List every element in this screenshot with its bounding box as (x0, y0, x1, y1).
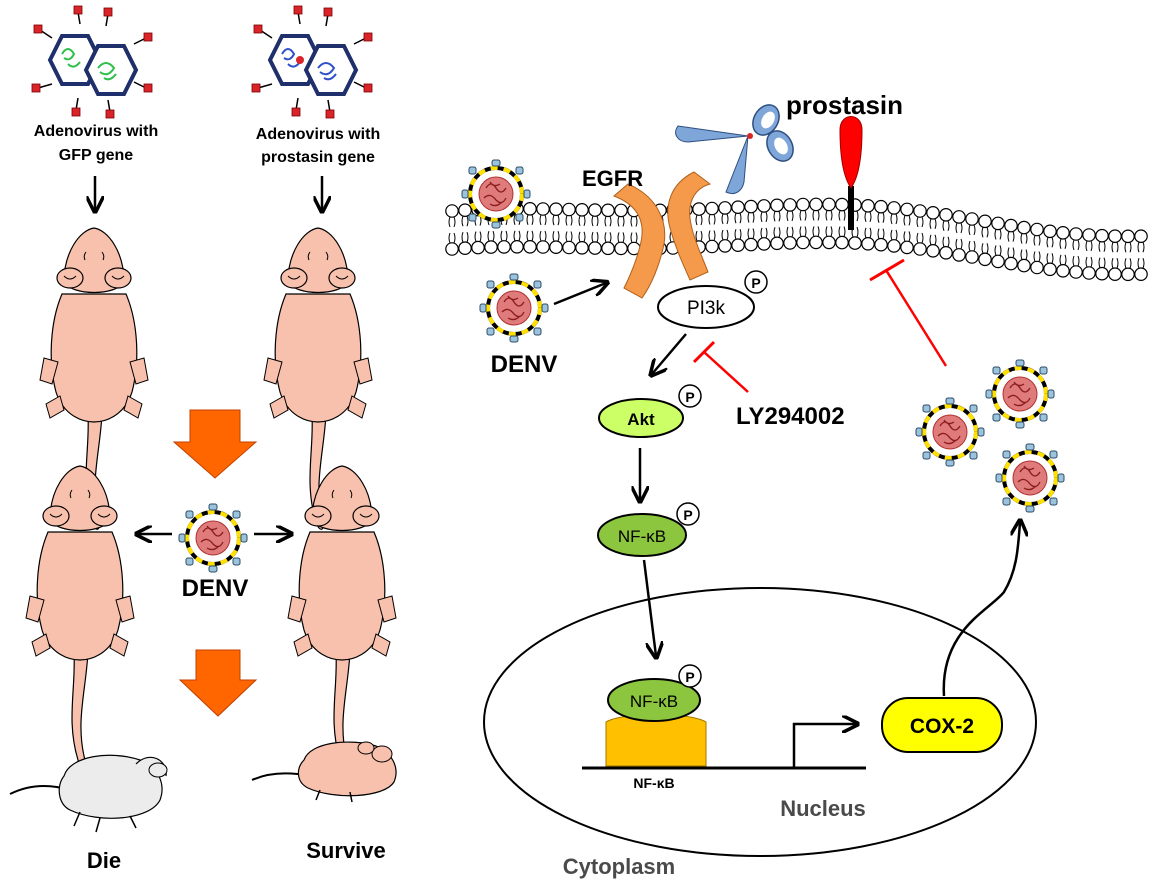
egfr-label: EGFR (582, 166, 643, 191)
nfkb-binding-site-label: NF-κB (633, 775, 674, 791)
pi3k-label: PI3k (687, 298, 726, 319)
outcome-die-label: Die (87, 848, 121, 873)
nfkb-nuclear-node (607, 678, 701, 722)
outcome-survive-label: Survive (306, 838, 386, 863)
adenovirus-gfp-icon (30, 4, 154, 120)
denv-label-left: DENV (182, 575, 249, 602)
nfkb-cytoplasm-label: NF-κB (618, 527, 666, 546)
egfr-receptor (613, 171, 712, 299)
released-virus-1 (984, 358, 1056, 430)
denv-label-right: DENV (491, 351, 558, 378)
prostasin-inhibition (869, 258, 948, 367)
orange-down-arrow-2 (178, 649, 258, 717)
nfkb-nuclear-label: NF-κB (630, 692, 678, 711)
ly294002-label: LY294002 (736, 403, 845, 430)
dead-mouse (9, 754, 168, 833)
akt-node (598, 398, 684, 438)
nfkb-nuclear-phospho-badge (678, 664, 702, 688)
surviving-mouse (251, 741, 397, 803)
cell-membrane (445, 197, 1148, 282)
denv-virus-icon (177, 502, 249, 574)
nfkb-binding-site (605, 714, 707, 767)
prostasin-protein (839, 116, 863, 230)
pi3k-phospho-label: P (751, 275, 760, 291)
nucleus (483, 587, 1037, 857)
released-virus-3 (994, 442, 1066, 514)
nfkb-cytoplasm-phospho-badge (676, 502, 700, 526)
akt-label: Akt (627, 410, 655, 429)
adenovirus-prostasin-icon (250, 4, 374, 120)
denv-virus-binding (478, 272, 550, 344)
prostasin-label: prostasin (786, 90, 903, 120)
mouse-prostasin-infected (287, 465, 397, 768)
akt-phospho-badge (678, 384, 702, 408)
pi3k-node (657, 285, 755, 329)
orange-down-arrow-1 (172, 409, 258, 479)
cox2-label: COX-2 (910, 715, 974, 738)
nfkb-cytoplasm-phospho-label: P (683, 507, 692, 523)
vector-prostasin-label-line2: prostasin gene (261, 149, 375, 166)
nfkb-translocation-arrow (642, 559, 656, 656)
ly294002-inhibition (692, 340, 749, 393)
akt-phospho-label: P (685, 389, 694, 405)
mouse-gfp-infected (25, 465, 135, 768)
vector-gfp-label-line2: GFP gene (59, 147, 133, 164)
cox2-node (881, 697, 1003, 753)
nucleus-label: Nucleus (780, 796, 866, 821)
pi3k-phospho-badge (744, 270, 768, 294)
cytoplasm-label: Cytoplasm (563, 854, 675, 879)
denv-virus-extracellular (460, 158, 532, 230)
released-virus-2 (914, 396, 986, 468)
denv-to-egfr-arrow (553, 283, 606, 306)
scissors-icon (675, 104, 794, 195)
vector-prostasin-label-line1: Adenovirus with (256, 126, 380, 143)
pi3k-to-akt-arrow (652, 333, 687, 374)
transcription-start-arrow (792, 724, 856, 768)
nfkb-cytoplasm-node (597, 513, 687, 557)
nfkb-nuclear-phospho-label: P (685, 669, 694, 685)
cox2-to-virus-release-arrow (942, 522, 1020, 697)
vector-gfp-label-line1: Adenovirus with (34, 123, 158, 140)
